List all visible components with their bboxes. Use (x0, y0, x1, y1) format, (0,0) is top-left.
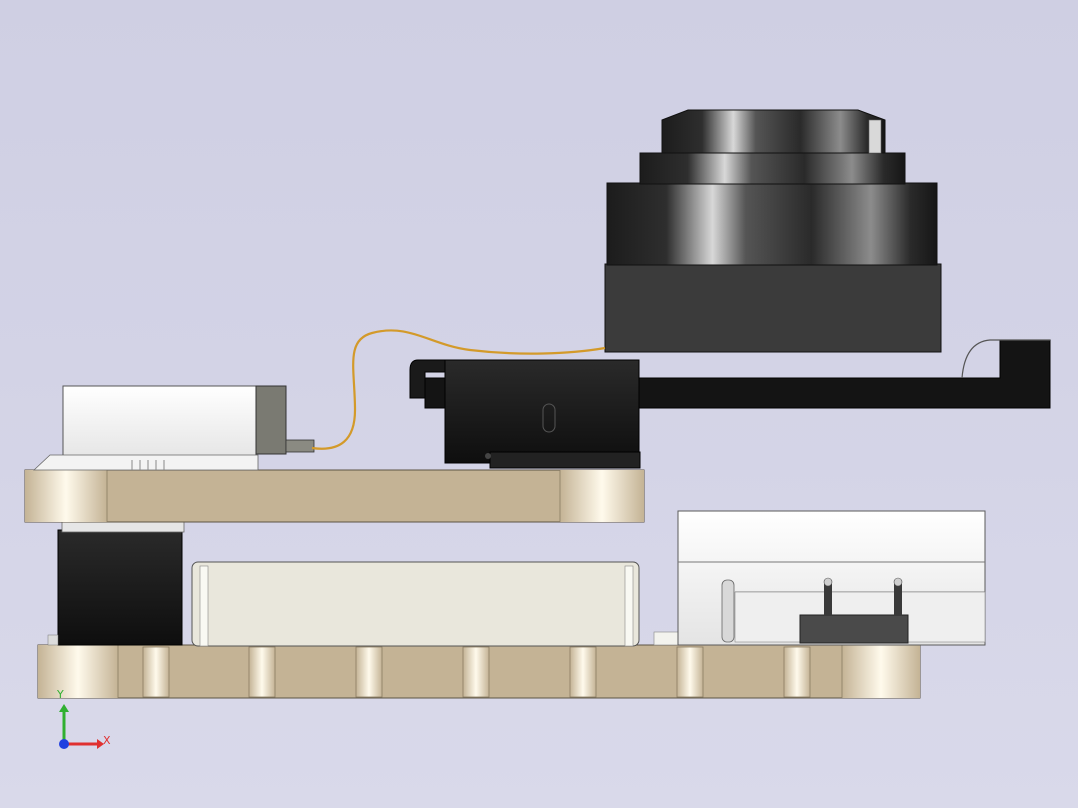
triad-y-label: Y (56, 688, 64, 701)
electronics-enclosure (677, 510, 986, 646)
triad-x-label: X (103, 734, 111, 747)
upper-tan-plate (24, 469, 645, 523)
base-plate-slots (142, 646, 811, 698)
lens-assembly (604, 109, 942, 353)
white-sensor-module (32, 385, 315, 471)
bottom-base-plate (37, 644, 921, 699)
black-arm (409, 339, 1051, 469)
triad-z-axis (59, 739, 69, 749)
sensor-cable (311, 329, 606, 450)
battery-housing (191, 561, 681, 647)
coordinate-triad: X Y (56, 688, 111, 749)
motor-block (47, 521, 185, 646)
